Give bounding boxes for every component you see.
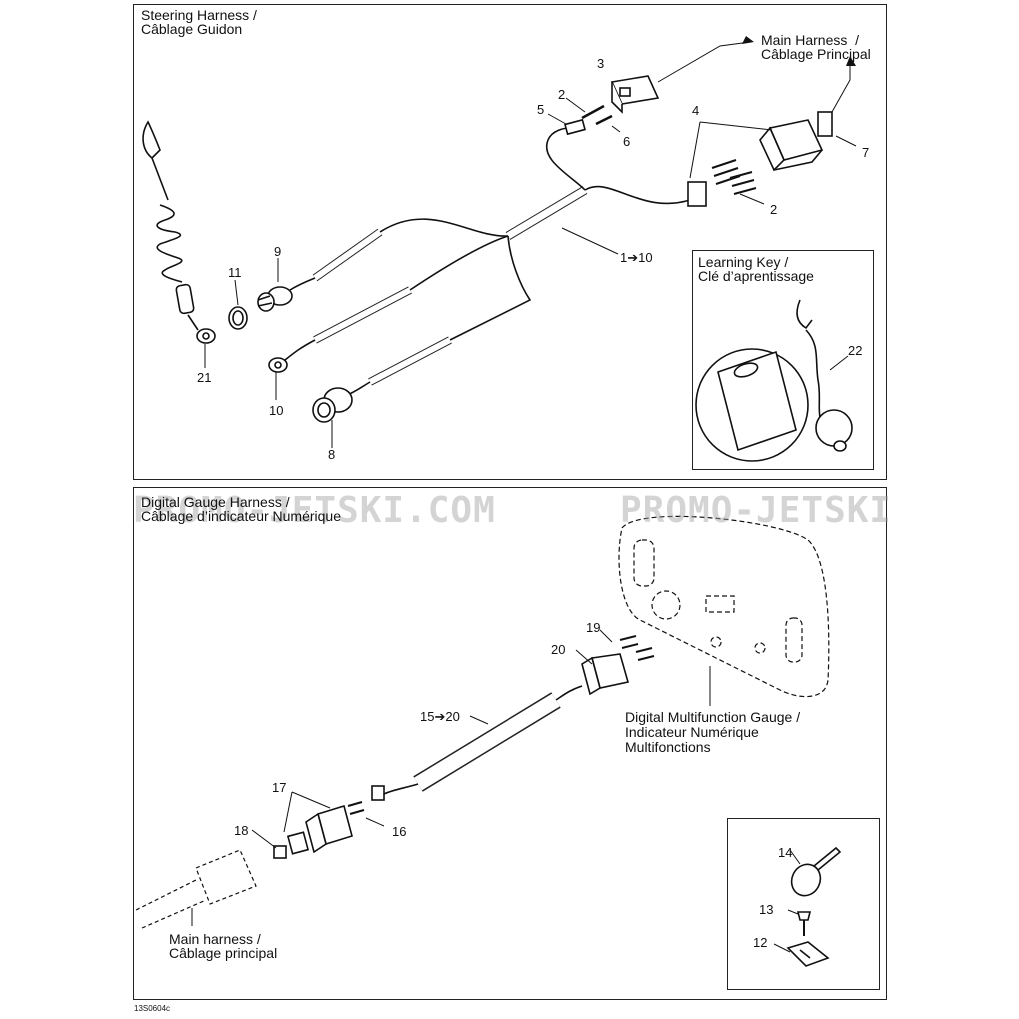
callout-21: 21: [197, 370, 212, 385]
terminals-2-6: [581, 104, 613, 126]
connector-8: [312, 387, 353, 423]
ring-11: [228, 306, 248, 330]
gauge-label-1: Digital Multifunction Gauge /: [625, 709, 801, 725]
callout-7: 7: [862, 145, 870, 160]
learning-key-label-2: Clé d’aprentissage: [698, 268, 814, 284]
callout-6: 6: [623, 134, 631, 149]
reference-code: 13S0604c: [134, 1004, 171, 1013]
connector-20: [581, 653, 630, 696]
callout-17: 17: [272, 780, 287, 795]
watermark-right: PROMO-JETSKI: [620, 490, 893, 531]
digital-multifunction-gauge: [618, 515, 830, 698]
tie-wrap-14: [790, 846, 842, 897]
callout-16: 16: [392, 824, 407, 839]
gauge-harness-title-1: Digital Gauge Harness /: [141, 494, 290, 510]
pins-16: [347, 801, 365, 815]
gauge-harness-sleeve: [413, 692, 561, 792]
main-harness-bottom-1: Main harness /: [169, 931, 261, 947]
callout-10: 10: [269, 403, 284, 418]
learning-key-label-1: Learning Key /: [698, 254, 789, 270]
callout-12: 12: [753, 935, 768, 950]
callout-9: 9: [274, 244, 282, 259]
callout-4: 4: [692, 103, 700, 118]
callout-15-20: 15➔20: [420, 709, 460, 724]
seal-5: [564, 118, 586, 136]
connector-housing-3: [610, 75, 660, 114]
main-sleeve: [505, 186, 588, 240]
gauge-label-2: Indicateur Numérique: [625, 724, 759, 740]
main-harness-label-1: Main Harness /: [761, 32, 860, 48]
gauge-harness-title-2: Câblage d’indicateur Numérique: [141, 508, 342, 524]
screw-13: [796, 911, 812, 936]
connector-9: [257, 286, 293, 312]
callout-22: 22: [848, 343, 863, 358]
clip-12: [786, 941, 830, 967]
main-harness-label-2: Câblage Principal: [761, 46, 871, 62]
branch-sleeve-10: [313, 286, 412, 344]
ring-terminal-10: [268, 357, 288, 373]
callout-8: 8: [328, 447, 336, 462]
callout-11: 11: [228, 265, 242, 280]
callout-2-right: 2: [770, 202, 778, 217]
steering-harness-title-2: Câblage Guidon: [141, 21, 243, 37]
safety-lanyard: [142, 120, 216, 344]
lock-18: [273, 845, 287, 859]
connector-housing-4: [759, 119, 824, 172]
callout-3: 3: [597, 56, 605, 71]
callout-5: 5: [537, 102, 545, 117]
main-harness-connector: [135, 849, 257, 929]
branch-sleeve-9: [312, 228, 383, 282]
lock-7: [817, 111, 833, 137]
main-harness-bottom-2: Câblage principal: [169, 945, 278, 961]
gauge-label-3: Multifonctions: [625, 739, 711, 755]
callout-18: 18: [234, 823, 249, 838]
callout-1-10: 1➔10: [620, 250, 653, 265]
steering-harness-title-1: Steering Harness /: [141, 7, 257, 23]
callout-13: 13: [759, 902, 774, 917]
pins-19: [619, 635, 655, 661]
callout-20: 20: [551, 642, 566, 657]
connector-17: [305, 804, 353, 854]
callout-2-top: 2: [558, 87, 566, 102]
seal-16: [371, 785, 385, 801]
connector-4: [687, 181, 707, 207]
seal-17: [286, 831, 310, 855]
callout-14: 14: [778, 845, 793, 860]
branch-sleeve-8: [368, 336, 452, 386]
callout-19: 19: [586, 620, 601, 635]
watermark-left: PROMO-JETSKI.COM: [133, 490, 496, 531]
pins-2: [711, 159, 757, 195]
